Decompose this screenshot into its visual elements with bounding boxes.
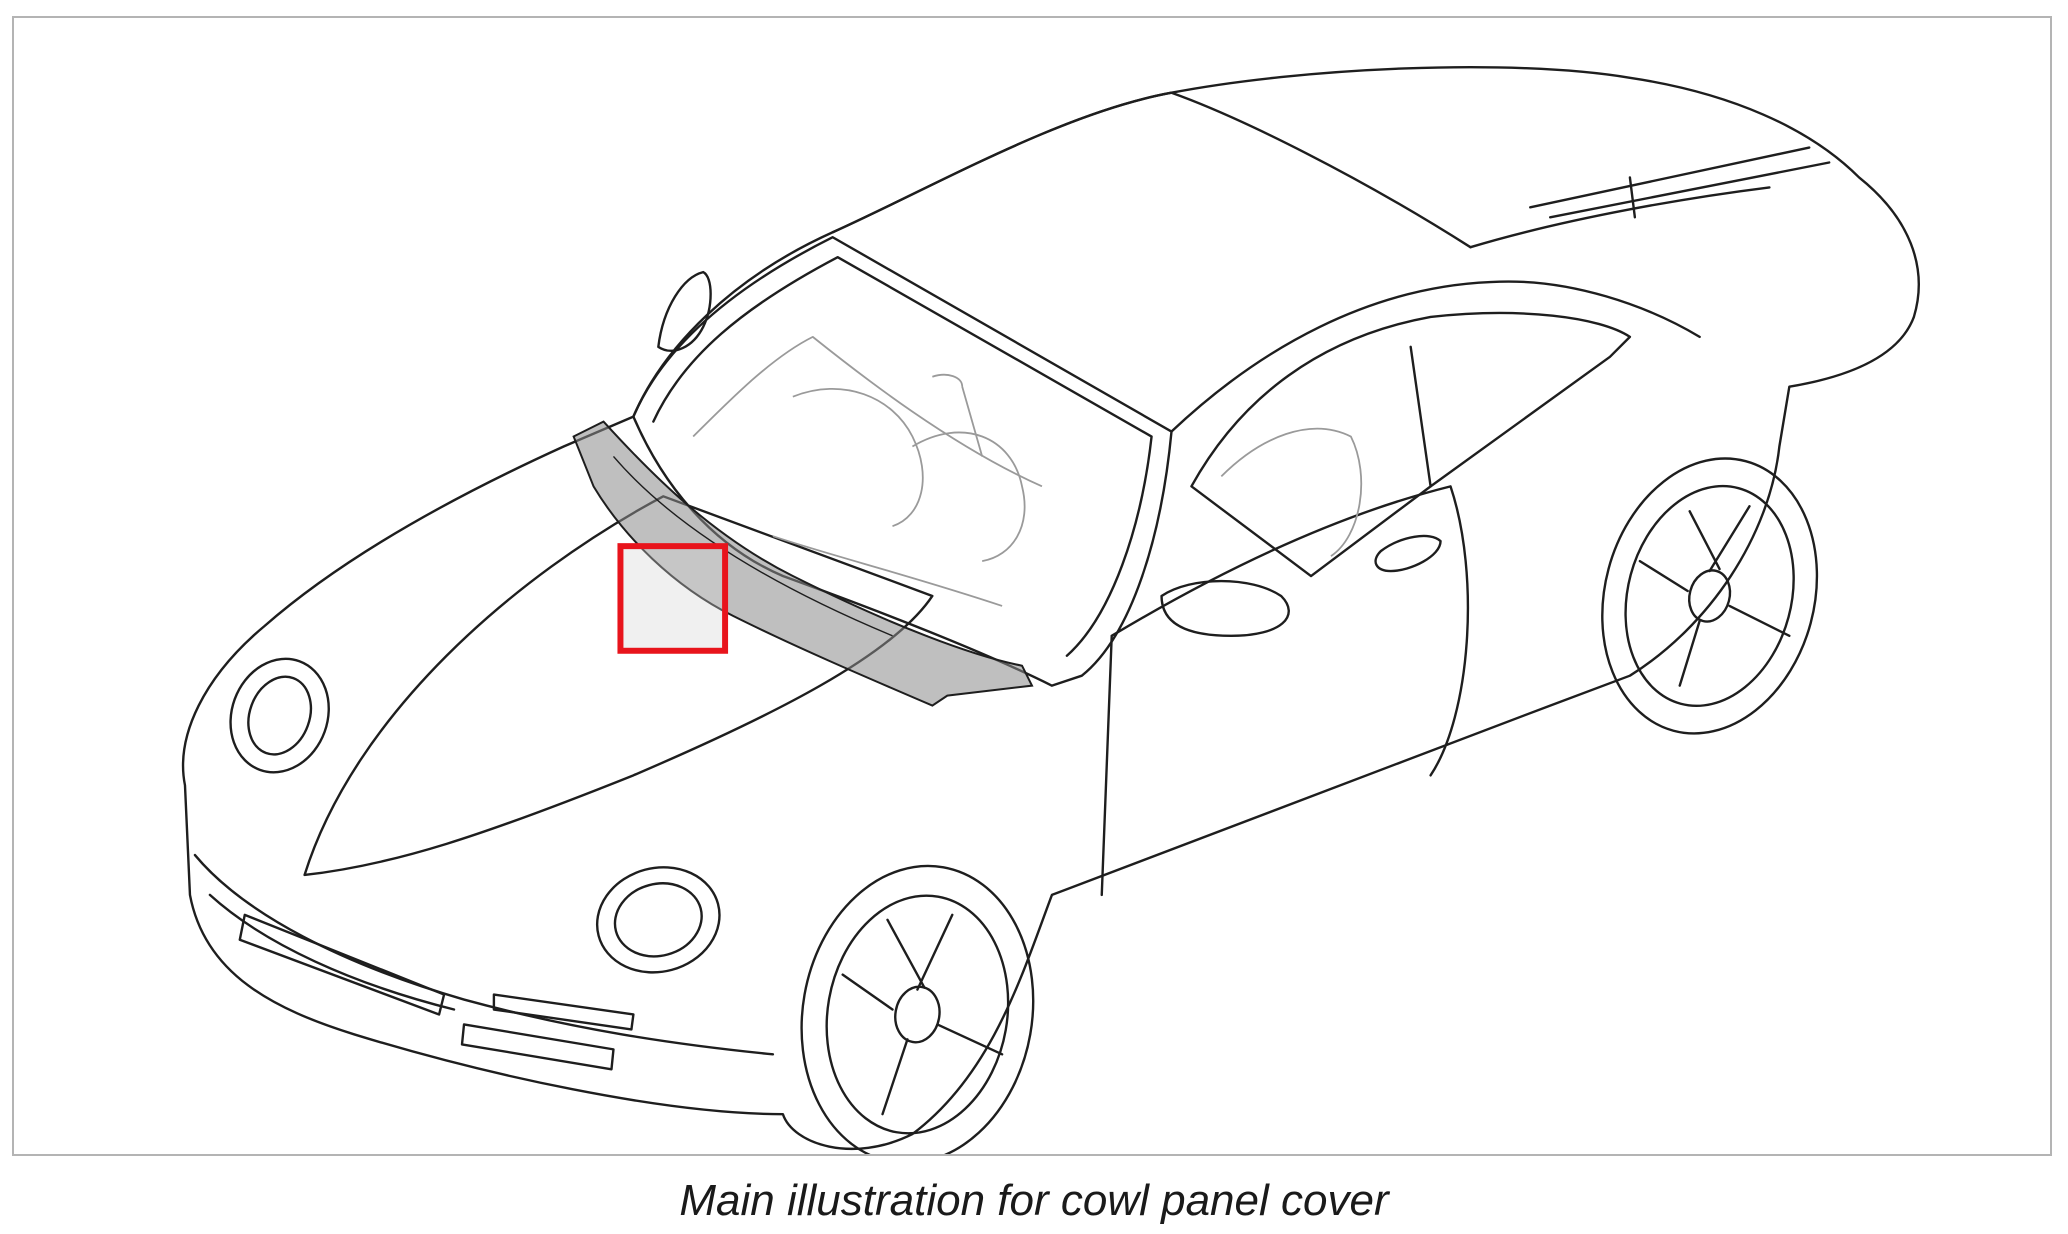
cowl-panel-cover: [572, 420, 1034, 707]
interior-lines: [692, 335, 1363, 607]
car-body-outline: [181, 65, 1920, 1154]
illustration-frame: [12, 16, 2052, 1156]
car-illustration: [181, 65, 1920, 1154]
figure-caption: Main illustration for cowl panel cover: [679, 1176, 1389, 1225]
highlight-box: [617, 543, 729, 654]
